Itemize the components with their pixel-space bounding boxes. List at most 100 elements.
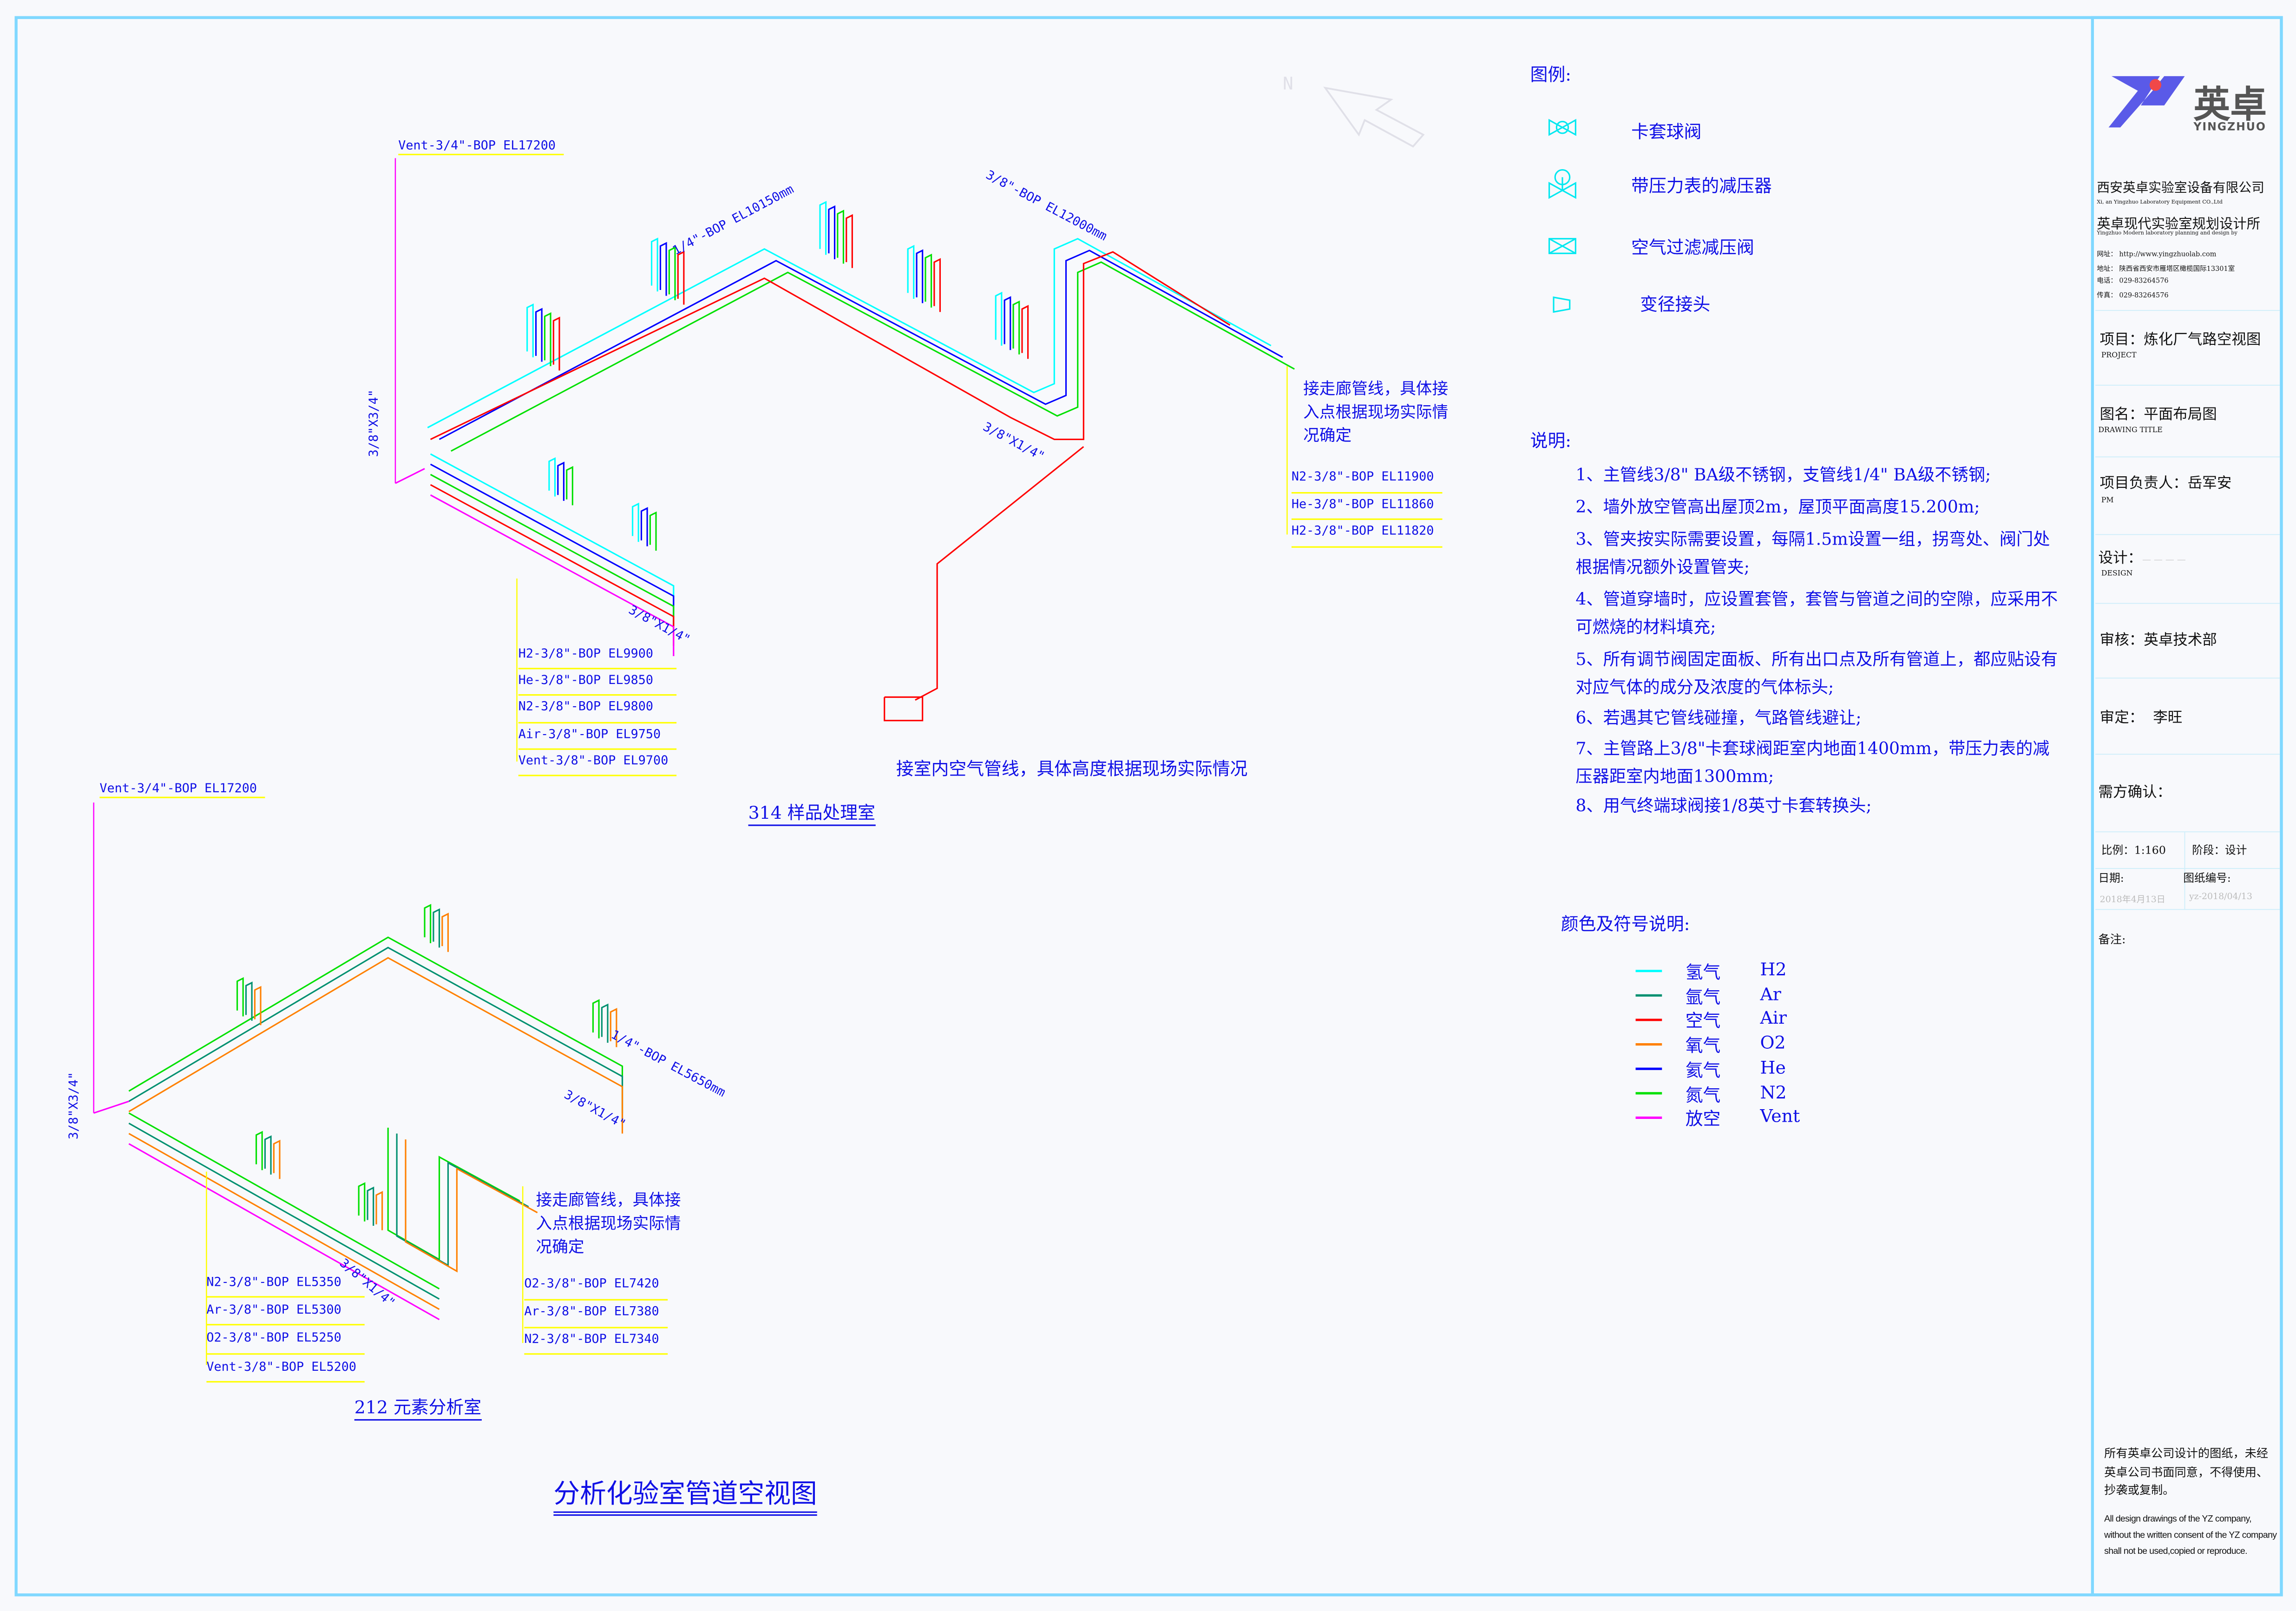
drawing-title-field: 图名：平面布局图 [2100,401,2217,423]
upper-branch-lines: H2-3/8"-BOP EL9900 He-3/8"-BOP EL9850 N2… [518,643,677,776]
upper-branch-stub-h2 [526,303,534,358]
lower-outlet-stub-ar [367,1186,374,1226]
lower-vent-elbow [93,1100,129,1114]
note-item: 1、主管线3/8" BA级不锈钢，支管线1/4" BA级不锈钢; [1575,464,1991,485]
color-legend-title: 颜色及符号说明: [1561,914,1690,934]
pipe-spec: He-3/8"-BOP EL11860 [1291,493,1443,520]
lower-branch-stub-o2 [610,1008,617,1047]
legend-air-filter-valve: 空气过滤减压阀 [1631,237,1754,258]
upper-main-pipe-air [430,251,1231,441]
lower-outlet-stub-o2 [273,1139,281,1179]
gas-name-en: He [1760,1057,1786,1078]
gas-name-en: Air [1760,1008,1787,1029]
upper-branch-stub-he [1004,296,1011,350]
pm-label-en: PM [2101,496,2114,506]
pm-value: 岳军安 [2187,476,2232,493]
fax: 传真： 029-83264576 [2097,293,2169,301]
institute-name-en: Yingzhuo Modern laboratory planning and … [2097,230,2237,236]
pipe-spec: He-3/8"-BOP EL9850 [518,670,677,697]
note-item: 3、管夹按实际需要设置，每隔1.5m设置一组，拐弯处、阀门处根据情况额外设置管夹… [1575,528,2050,577]
pipe-spec: Ar-3/8"-BOP EL7380 [524,1300,668,1328]
notes-list: 1、主管线3/8" BA级不锈钢，支管线1/4" BA级不锈钢; 2、墙外放空管… [1575,461,2066,820]
drawing-number-value: yz-2018/04/13 [2189,892,2253,902]
design-field: 设计：— — — — [2099,545,2186,567]
note-line: 况确定 [536,1237,584,1257]
upper-branch-stub-n2 [1012,300,1020,355]
note-line: 接走廊管线，具体接 [536,1190,681,1210]
phone: 电话： 029-83264576 [2097,278,2169,286]
copyright-en: All design drawings of the YZ company, w… [2104,1514,2277,1557]
upper-riser-label: 3/8"X3/4" [367,389,382,457]
approve-value: 李旺 [2153,710,2183,727]
air-line-note: 接室内空气管线，具体高度根据现场实际情况 [896,758,1248,779]
note-item: 5、所有调节阀固定面板、所有出口点及所有管道上，都应贴设有对应气体的成分及浓度的… [1575,649,2058,697]
pipe-spec: N2-3/8"-BOP EL5350 [206,1270,365,1298]
gas-name-en: H2 [1760,959,1787,980]
approve-label: 审定： [2099,710,2144,727]
lower-riser-label: 3/8"X3/4" [67,1072,82,1140]
lower-corridor-note: 接走廊管线，具体接 入点根据现场实际情 况确定 [536,1189,681,1259]
stage-label: 阶段： [2192,843,2225,857]
legend-title: 图例: [1530,64,1572,85]
lower-outlet-stub-ar [264,1135,272,1175]
lower-branch-pipe-vent [128,1143,440,1321]
gas-name-cn: 空气 [1685,1011,1721,1032]
room-314-title: 314 样品处理室 [748,800,875,826]
upper-branch-stub-he [916,249,924,303]
gas-name-cn: 氮气 [1685,1084,1721,1105]
upper-branch-stub-h2 [650,237,658,292]
upper-main-pipe-h2 [427,237,1272,428]
review-value: 英卓技术部 [2144,632,2217,649]
company-name-en: Xi, an Yingzhuo Laboratory Equipment CO.… [2097,199,2223,205]
drawing-main-title: 分析化验室管道空视图 [553,1473,817,1516]
title-block-border [2091,16,2283,1597]
legend-pressure-reducer: 带压力表的减压器 [1631,176,1772,197]
lower-branch-stub-ar [433,908,440,948]
reducer-fitting-icon [1553,296,1571,313]
lower-riser-pipe-ar [396,1133,529,1267]
room-212-title: 212 元素分析室 [354,1394,482,1421]
lower-branch-pipe-n2 [128,1112,440,1289]
pipe-spec: Vent-3/8"-BOP EL5200 [206,1354,365,1382]
website: 网址： http://www.yingzhuolab.com [2097,252,2217,259]
legend-symbols [1548,118,1576,313]
scale-value: 1:160 [2134,843,2166,857]
upper-branch-stub-he [659,242,667,296]
note-item: 2、墙外放空管高出屋顶2m，屋顶平面高度15.200m; [1575,496,1980,517]
lower-branch-stub-ar [245,981,253,1021]
upper-outlet-stub-h2 [548,457,556,497]
gas-name-en: Vent [1760,1106,1800,1127]
upper-main-pipe-n2 [451,261,1295,452]
lower-branch-stub-n2 [592,999,600,1039]
project-field: 项目：炼化厂气路空视图 [2100,327,2261,349]
gas-name-cn: 氩气 [1685,986,1721,1007]
lower-branch-stub-ar [601,1003,609,1043]
drawing-number-label: 图纸编号: [2183,871,2231,885]
lower-branch-stub-o2 [254,986,262,1026]
note-item: 6、若遇其它管线碰撞，气路管线避让; [1575,707,1862,728]
upper-outlet-stub-h2 [632,502,639,542]
gas-name-en: Ar [1760,984,1781,1005]
pipe-spec: O2-3/8"-BOP EL5250 [206,1326,365,1355]
pipe-spec: N2-3/8"-BOP EL9800 [518,696,677,723]
upper-branch-pipe-he [430,463,675,625]
upper-branch-pipe-vent [430,494,675,657]
lower-main-pipe-n2 [128,936,623,1113]
lower-vent-label: Vent-3/4"-BOP EL17200 [99,782,266,798]
note-line: 接走廊管线，具体接 [1303,379,1449,399]
project-value: 炼化厂气路空视图 [2144,332,2261,349]
lower-main-pipe-o2 [128,957,623,1134]
upper-corridor-lines: N2-3/8"-BOP EL11900 He-3/8"-BOP EL11860 … [1291,466,1443,547]
pipe-spec: O2-3/8"-BOP EL7420 [524,1273,668,1301]
ball-valve-icon [1548,118,1576,136]
air-filter-device [884,696,924,722]
logo-english: YINGZHUO [2193,120,2266,133]
pipe-spec: H2-3/8"-BOP EL9900 [518,643,677,670]
date-label: 日期: [2098,871,2124,885]
upper-branch-stub-he [828,205,836,259]
lower-right-lines: O2-3/8"-BOP EL7420 Ar-3/8"-BOP EL7380 N2… [524,1273,668,1355]
remark-label: 备注: [2098,933,2126,947]
upper-outlet-stub-he [557,461,565,501]
